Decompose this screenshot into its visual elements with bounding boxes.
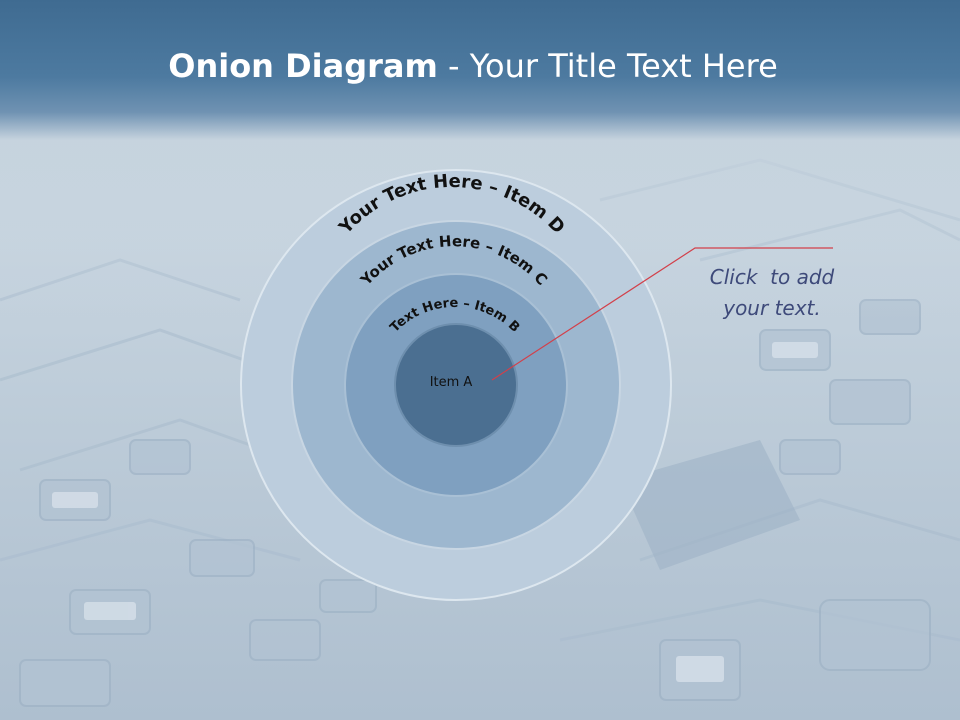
slide-title[interactable]: Onion Diagram - Your Title Text Here [0, 44, 946, 88]
callout-line-2: your text. [723, 296, 821, 320]
title-bold-part: Onion Diagram [168, 47, 438, 85]
callout-text-box[interactable]: Click to add your text. [672, 262, 872, 324]
callout-line-1: Click to add [709, 265, 835, 289]
title-band [0, 0, 960, 140]
title-rest-part: - Your Title Text Here [437, 47, 778, 85]
layer-a-core[interactable] [394, 323, 518, 447]
layer-a-label: Item A [430, 375, 473, 390]
callout-leader-line [491, 247, 833, 381]
